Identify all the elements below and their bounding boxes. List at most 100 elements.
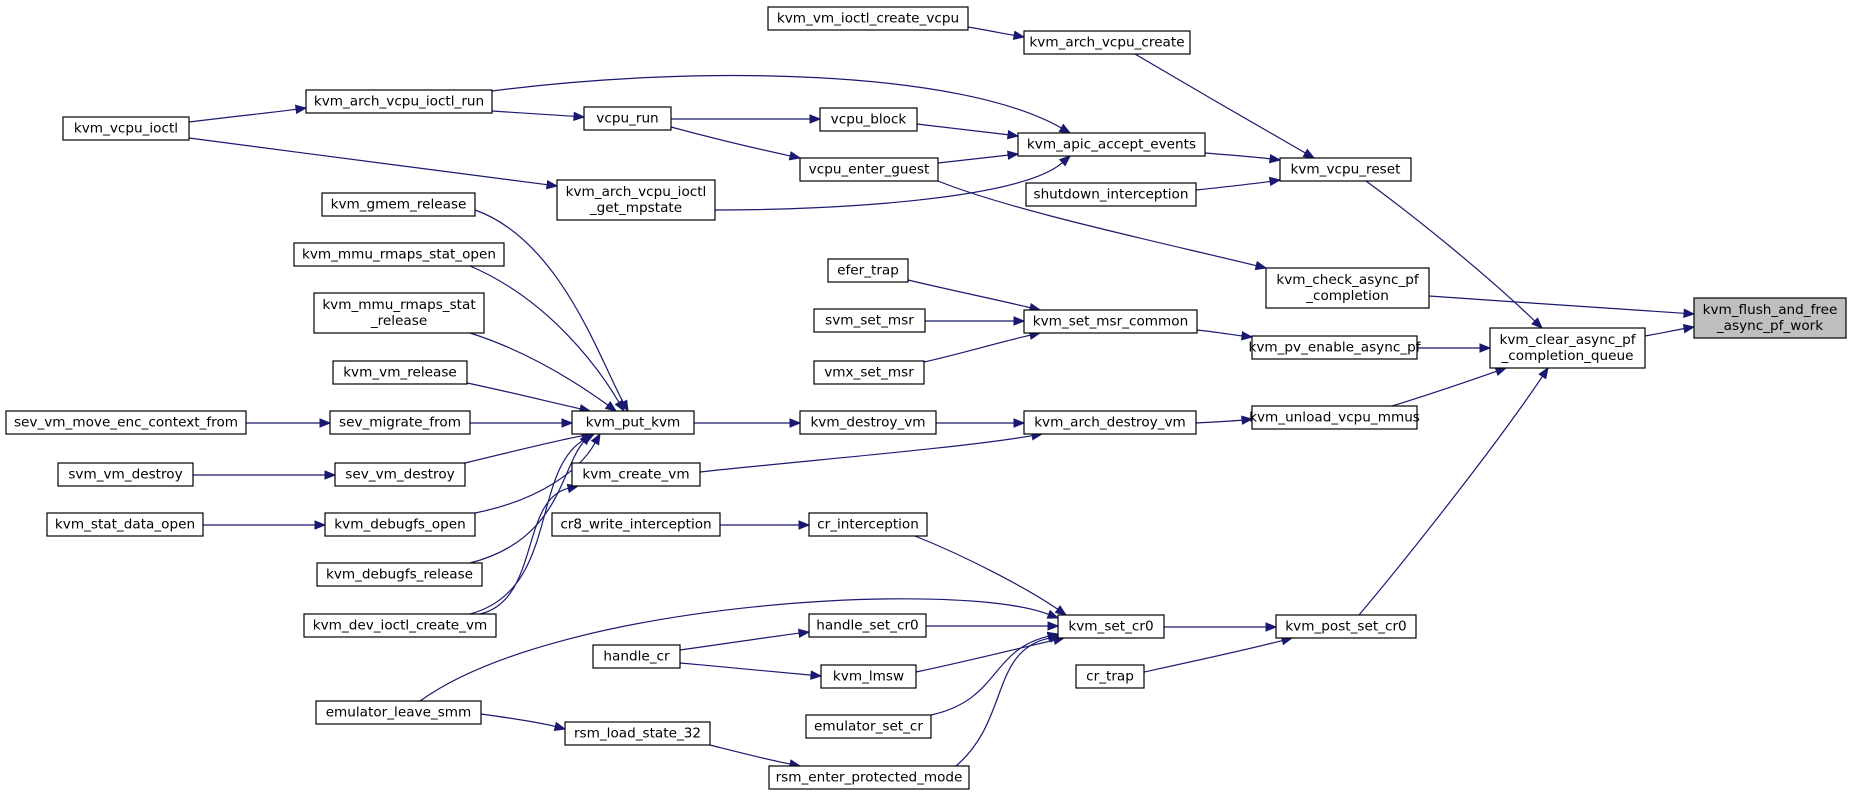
node-svm-set-msr[interactable]: svm_set_msr bbox=[813, 308, 926, 333]
edge-kvm_mmu_rmaps_stat_open-to-kvm_put_kvm bbox=[469, 265, 625, 413]
edges-layer bbox=[188, 26, 1696, 769]
node-kvm-arch-vcpu-ioctl-get-mpstate[interactable]: kvm_arch_vcpu_ioctl_get_mpstate bbox=[556, 179, 716, 221]
node-label: vcpu_block bbox=[831, 112, 907, 128]
node-kvm-post-set-cr0[interactable]: kvm_post_set_cr0 bbox=[1275, 614, 1417, 639]
node-box bbox=[1251, 405, 1418, 430]
arrowhead-icon bbox=[1241, 331, 1254, 341]
edge-line bbox=[1134, 53, 1306, 154]
arrowhead-icon bbox=[788, 151, 802, 161]
node-kvm-arch-vcpu-create[interactable]: kvm_arch_vcpu_create bbox=[1023, 30, 1191, 55]
node-cr-interception[interactable]: cr_interception bbox=[808, 512, 928, 537]
node-label: vmx_set_msr bbox=[824, 365, 914, 381]
edge-line bbox=[1195, 419, 1243, 424]
node-box bbox=[592, 644, 681, 669]
node-sev-migrate-from[interactable]: sev_migrate_from bbox=[329, 410, 471, 435]
node-kvm-set-msr-common[interactable]: kvm_set_msr_common bbox=[1023, 309, 1198, 334]
node-rsm-load-state-32[interactable]: rsm_load_state_32 bbox=[564, 721, 711, 746]
edge-kvm_arch_vcpu_create-to-kvm_vcpu_reset bbox=[1134, 53, 1316, 159]
arrowhead-icon bbox=[590, 432, 601, 446]
node-box bbox=[1057, 614, 1165, 639]
node-kvm-put-kvm[interactable]: kvm_put_kvm bbox=[571, 410, 695, 435]
node-kvm-vcpu-ioctl[interactable]: kvm_vcpu_ioctl bbox=[62, 116, 190, 141]
node-kvm-mmu-rmaps-stat-release[interactable]: kvm_mmu_rmaps_stat_release bbox=[313, 292, 485, 334]
node-label: kvm_put_kvm bbox=[586, 415, 681, 431]
arrowhead-icon bbox=[1046, 609, 1060, 619]
edge-line bbox=[491, 110, 575, 117]
node-vcpu-block[interactable]: vcpu_block bbox=[819, 107, 918, 132]
arrowhead-icon bbox=[1265, 622, 1278, 632]
node-sev-vm-move-enc-context-from[interactable]: sev_vm_move_enc_context_from bbox=[5, 410, 247, 435]
node-kvm-mmu-rmaps-stat-open[interactable]: kvm_mmu_rmaps_stat_open bbox=[293, 242, 505, 267]
node-label: svm_vm_destroy bbox=[68, 467, 182, 483]
node-kvm-flush-and-free[interactable]: kvm_flush_and_free_async_pf_work bbox=[1693, 297, 1847, 339]
node-emulator-set-cr[interactable]: emulator_set_cr bbox=[805, 714, 932, 739]
node-label: kvm_dev_ioctl_create_vm bbox=[313, 618, 488, 634]
edge-kvm_mmu_rmaps_stat_release-to-kvm_put_kvm bbox=[469, 332, 618, 412]
node-efer-trap[interactable]: efer_trap bbox=[827, 258, 909, 283]
node-label: handle_set_cr0 bbox=[816, 618, 918, 634]
node-kvm-arch-vcpu-ioctl-run[interactable]: kvm_arch_vcpu_ioctl_run bbox=[305, 89, 493, 114]
node-sev-vm-destroy[interactable]: sev_vm_destroy bbox=[334, 462, 466, 487]
node-kvm-lmsw[interactable]: kvm_lmsw bbox=[820, 664, 917, 689]
node-box bbox=[324, 512, 476, 537]
edge-kvm_vm_ioctl_create_vcpu-to-kvm_arch_vcpu_create bbox=[967, 26, 1026, 40]
node-label: _async_pf_work bbox=[1716, 318, 1823, 334]
node-kvm-gmem-release[interactable]: kvm_gmem_release bbox=[321, 192, 476, 217]
node-kvm-debugfs-open[interactable]: kvm_debugfs_open bbox=[324, 512, 476, 537]
node-kvm-destroy-vm[interactable]: kvm_destroy_vm bbox=[799, 410, 937, 435]
node-kvm-create-vm[interactable]: kvm_create_vm bbox=[571, 462, 701, 487]
node-kvm-pv-enable-async-pf[interactable]: kvm_pv_enable_async_pf bbox=[1248, 335, 1422, 360]
arrowhead-icon bbox=[1047, 621, 1060, 631]
node-kvm-apic-accept-events[interactable]: kvm_apic_accept_events bbox=[1017, 132, 1206, 157]
node-kvm-unload-vcpu-mmus[interactable]: kvm_unload_vcpu_mmus bbox=[1249, 405, 1420, 430]
node-box bbox=[334, 462, 466, 487]
node-box bbox=[583, 106, 672, 131]
node-box bbox=[1275, 614, 1417, 639]
node-kvm-check-async-pf[interactable]: kvm_check_async_pf_completion bbox=[1265, 267, 1430, 309]
node-handle-cr[interactable]: handle_cr bbox=[592, 644, 681, 669]
node-kvm-set-cr0[interactable]: kvm_set_cr0 bbox=[1057, 614, 1165, 639]
arrowhead-icon bbox=[1013, 418, 1026, 428]
node-cr-trap[interactable]: cr_trap bbox=[1075, 664, 1145, 689]
node-kvm-vcpu-reset[interactable]: kvm_vcpu_reset bbox=[1279, 157, 1412, 182]
edge-kvm_arch_vcpu_ioctl_run-to-kvm_apic_accept_events bbox=[491, 74, 1072, 134]
node-vcpu-run[interactable]: vcpu_run bbox=[583, 106, 672, 131]
arrowhead-icon bbox=[798, 628, 811, 638]
node-handle-set-cr0[interactable]: handle_set_cr0 bbox=[808, 613, 927, 638]
node-kvm-vm-release[interactable]: kvm_vm_release bbox=[332, 360, 468, 385]
node-kvm-stat-data-open[interactable]: kvm_stat_data_open bbox=[46, 512, 204, 537]
node-kvm-vm-ioctl-create-vcpu[interactable]: kvm_vm_ioctl_create_vcpu bbox=[767, 6, 969, 31]
edge-kvm_vcpu_reset-to-kvm_clear_async_pf bbox=[1365, 180, 1543, 329]
node-box bbox=[57, 462, 194, 487]
edge-kvm_destroy_vm-to-kvm_arch_destroy_vm bbox=[936, 418, 1026, 428]
arrowhead-icon bbox=[1254, 260, 1268, 271]
node-kvm-clear-async-pf[interactable]: kvm_clear_async_pf_completion_queue bbox=[1489, 327, 1646, 369]
edge-line bbox=[915, 639, 1055, 673]
node-svm-vm-destroy[interactable]: svm_vm_destroy bbox=[57, 462, 194, 487]
node-label: efer_trap bbox=[837, 263, 899, 279]
node-box bbox=[799, 157, 939, 182]
edge-line bbox=[1143, 639, 1283, 673]
node-vmx-set-msr[interactable]: vmx_set_msr bbox=[813, 360, 925, 385]
node-label: handle_cr bbox=[603, 649, 670, 665]
node-shutdown-interception[interactable]: shutdown_interception bbox=[1025, 182, 1197, 207]
node-box bbox=[313, 292, 485, 334]
node-emulator-leave-smm[interactable]: emulator_leave_smm bbox=[315, 700, 482, 725]
node-cr8-write-interception[interactable]: cr8_write_interception bbox=[551, 512, 721, 537]
node-box bbox=[332, 360, 468, 385]
edge-line bbox=[469, 438, 586, 615]
node-label: kvm_set_cr0 bbox=[1068, 619, 1153, 635]
node-label: kvm_vm_ioctl_create_vcpu bbox=[777, 11, 959, 27]
node-rsm-enter-protected-mode[interactable]: rsm_enter_protected_mode bbox=[768, 765, 970, 790]
node-vcpu-enter-guest[interactable]: vcpu_enter_guest bbox=[799, 157, 939, 182]
node-label: sev_migrate_from bbox=[339, 415, 461, 431]
arrowhead-icon bbox=[561, 418, 574, 428]
node-label: kvm_pv_enable_async_pf bbox=[1248, 340, 1421, 356]
node-kvm-arch-destroy-vm[interactable]: kvm_arch_destroy_vm bbox=[1023, 410, 1197, 435]
node-kvm-dev-ioctl-create-vm[interactable]: kvm_dev_ioctl_create_vm bbox=[303, 613, 497, 638]
node-box bbox=[805, 714, 932, 739]
arrowhead-icon bbox=[1006, 129, 1020, 140]
node-label: kvm_mmu_rmaps_stat_open bbox=[302, 247, 496, 263]
edge-line bbox=[474, 209, 624, 403]
node-kvm-debugfs-release[interactable]: kvm_debugfs_release bbox=[316, 562, 483, 587]
